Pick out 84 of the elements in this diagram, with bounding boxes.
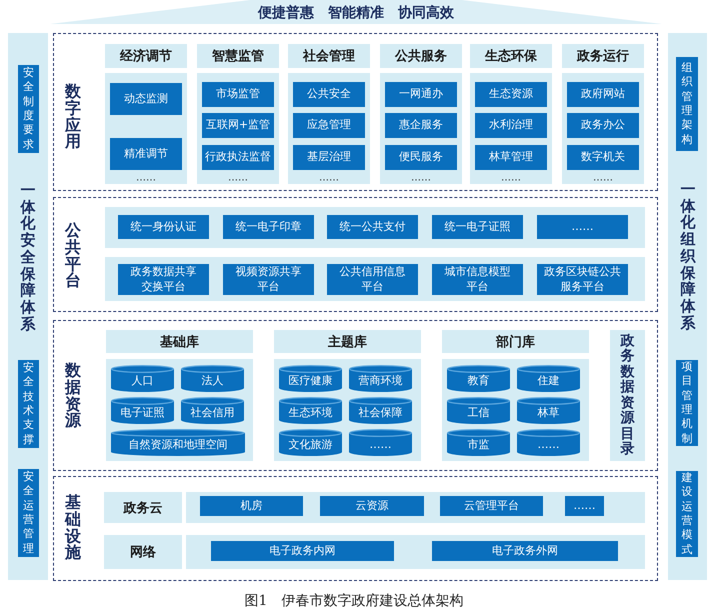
layer-frame xyxy=(53,320,658,471)
module-box: 机房 xyxy=(200,496,303,516)
ellipsis-text: …… xyxy=(411,172,431,184)
roof-banner: 便捷普惠 智能精准 协同高效 xyxy=(50,0,662,24)
catalog-box: 政务数据资源目录 xyxy=(610,330,645,461)
side-heading: 一体化组织保障体系 xyxy=(680,180,696,332)
side-box: 建设运营模式 xyxy=(676,471,698,557)
layer-frame xyxy=(53,33,658,191)
infra-band xyxy=(186,535,645,569)
ellipsis-text: …… xyxy=(319,172,339,184)
module-box: 政务数据共享交换平台 xyxy=(118,264,209,295)
column-panel xyxy=(380,73,462,184)
layer-label: 公共平台 xyxy=(65,222,81,290)
column-panel xyxy=(562,73,644,184)
module-box: 市场监管 xyxy=(202,82,274,107)
module-box: 政府网站 xyxy=(567,82,639,107)
library-header: 主题库 xyxy=(274,330,421,353)
side-band xyxy=(668,33,707,580)
module-box: 统一电子证照 xyxy=(432,215,523,239)
module-box: 电子政务内网 xyxy=(211,541,394,561)
figure-caption: 图1 伊春市数字政府建设总体架构 xyxy=(244,592,464,610)
module-box: 行政执法监督 xyxy=(202,145,274,170)
side-box: 安全技术支撑 xyxy=(18,360,39,448)
column-panel xyxy=(105,73,187,184)
library-panel xyxy=(106,359,253,461)
module-box: 统一电子印章 xyxy=(223,215,314,239)
module-box: 基层治理 xyxy=(293,145,365,170)
layer-label: 基础设施 xyxy=(65,494,81,562)
library-panel xyxy=(274,359,421,461)
module-box: 动态监测 xyxy=(110,83,182,115)
ellipsis-text: …… xyxy=(228,172,248,184)
ellipsis-text: …… xyxy=(501,172,521,184)
module-box: 统一身份认证 xyxy=(118,215,209,239)
row-header: 网络 xyxy=(104,535,182,569)
column-header: 社会管理 xyxy=(288,44,370,68)
module-box: 电子政务外网 xyxy=(432,541,618,561)
module-box: 统一公共支付 xyxy=(327,215,418,239)
platform-band xyxy=(105,257,645,301)
library-header: 基础库 xyxy=(106,330,253,353)
layer-label: 数据资源 xyxy=(65,362,81,430)
layer-frame xyxy=(53,197,658,312)
module-box: 公共信用信息平台 xyxy=(327,264,418,295)
platform-band xyxy=(105,207,645,248)
module-box: 精准调节 xyxy=(110,138,182,170)
module-box: 水利治理 xyxy=(475,113,547,138)
module-box: 云资源 xyxy=(320,496,424,516)
module-box: 生态资源 xyxy=(475,82,547,107)
module-box: 一网通办 xyxy=(385,82,457,107)
layer-frame xyxy=(53,476,658,581)
column-header: 智慧监管 xyxy=(197,44,279,68)
module-box: …… xyxy=(537,215,628,239)
infra-band xyxy=(186,492,645,523)
ellipsis-text: …… xyxy=(136,172,156,184)
column-header: 政务运行 xyxy=(562,44,644,68)
side-box: 组织管理架构 xyxy=(676,57,698,151)
column-header: 公共服务 xyxy=(380,44,462,68)
module-box: 云管理平台 xyxy=(440,496,543,516)
column-panel xyxy=(288,73,370,184)
side-band xyxy=(8,33,48,580)
module-box: 惠企服务 xyxy=(385,113,457,138)
column-panel xyxy=(470,73,552,184)
module-box: …… xyxy=(565,496,604,516)
column-header: 生态环保 xyxy=(470,44,552,68)
library-panel xyxy=(442,359,589,461)
side-box: 项目管理机制 xyxy=(676,360,698,446)
layer-label: 数字应用 xyxy=(65,83,81,151)
module-box: 便民服务 xyxy=(385,145,457,170)
module-box: 视频资源共享平台 xyxy=(223,264,314,295)
module-box: 数字机关 xyxy=(567,145,639,170)
column-panel xyxy=(197,73,279,184)
side-box: 安全制度要求 xyxy=(18,65,39,153)
side-heading: 一体化安全保障体系 xyxy=(20,182,36,332)
column-header: 经济调节 xyxy=(105,44,187,68)
module-box: 政务办公 xyxy=(567,113,639,138)
row-header: 政务云 xyxy=(104,492,182,523)
module-box: 政务区块链公共服务平台 xyxy=(537,264,628,295)
side-box: 安全运营管理 xyxy=(18,469,39,557)
module-box: 公共安全 xyxy=(293,82,365,107)
module-box: 城市信息模型平台 xyxy=(432,264,523,295)
ellipsis-text: …… xyxy=(593,172,613,184)
library-header: 部门库 xyxy=(442,330,589,353)
module-box: 应急管理 xyxy=(293,113,365,138)
module-box: 林草管理 xyxy=(475,145,547,170)
module-box: 互联网+监管 xyxy=(202,113,274,138)
